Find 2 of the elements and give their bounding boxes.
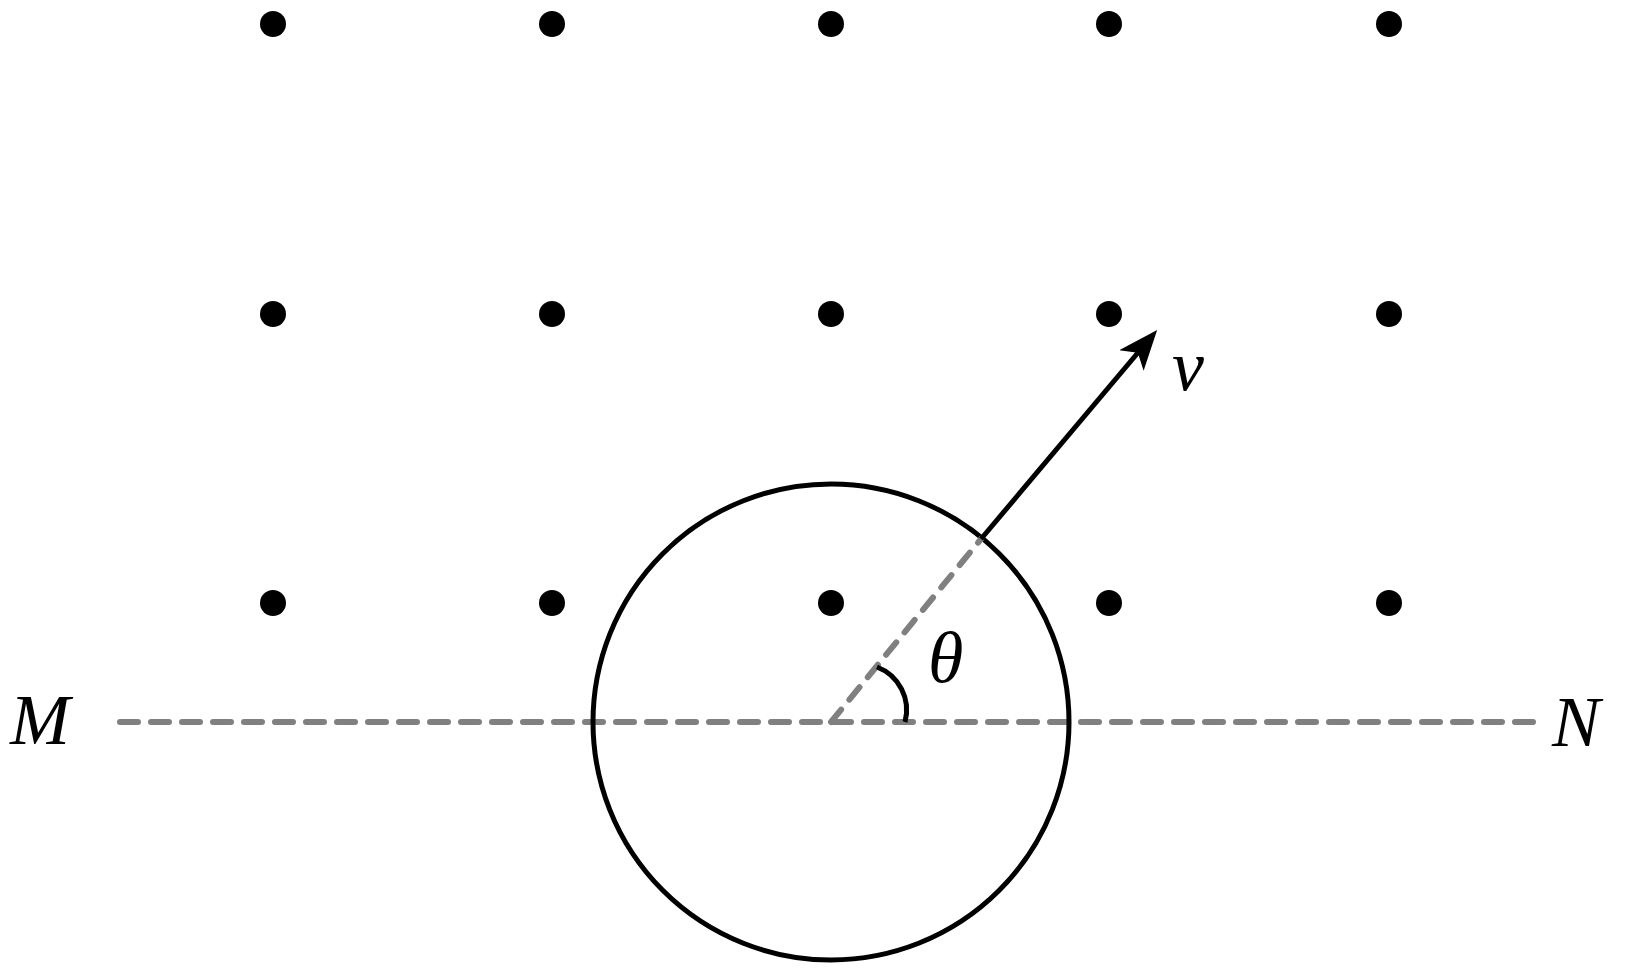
angle-label: θ: [928, 622, 964, 694]
velocity-label: v: [1172, 330, 1204, 402]
